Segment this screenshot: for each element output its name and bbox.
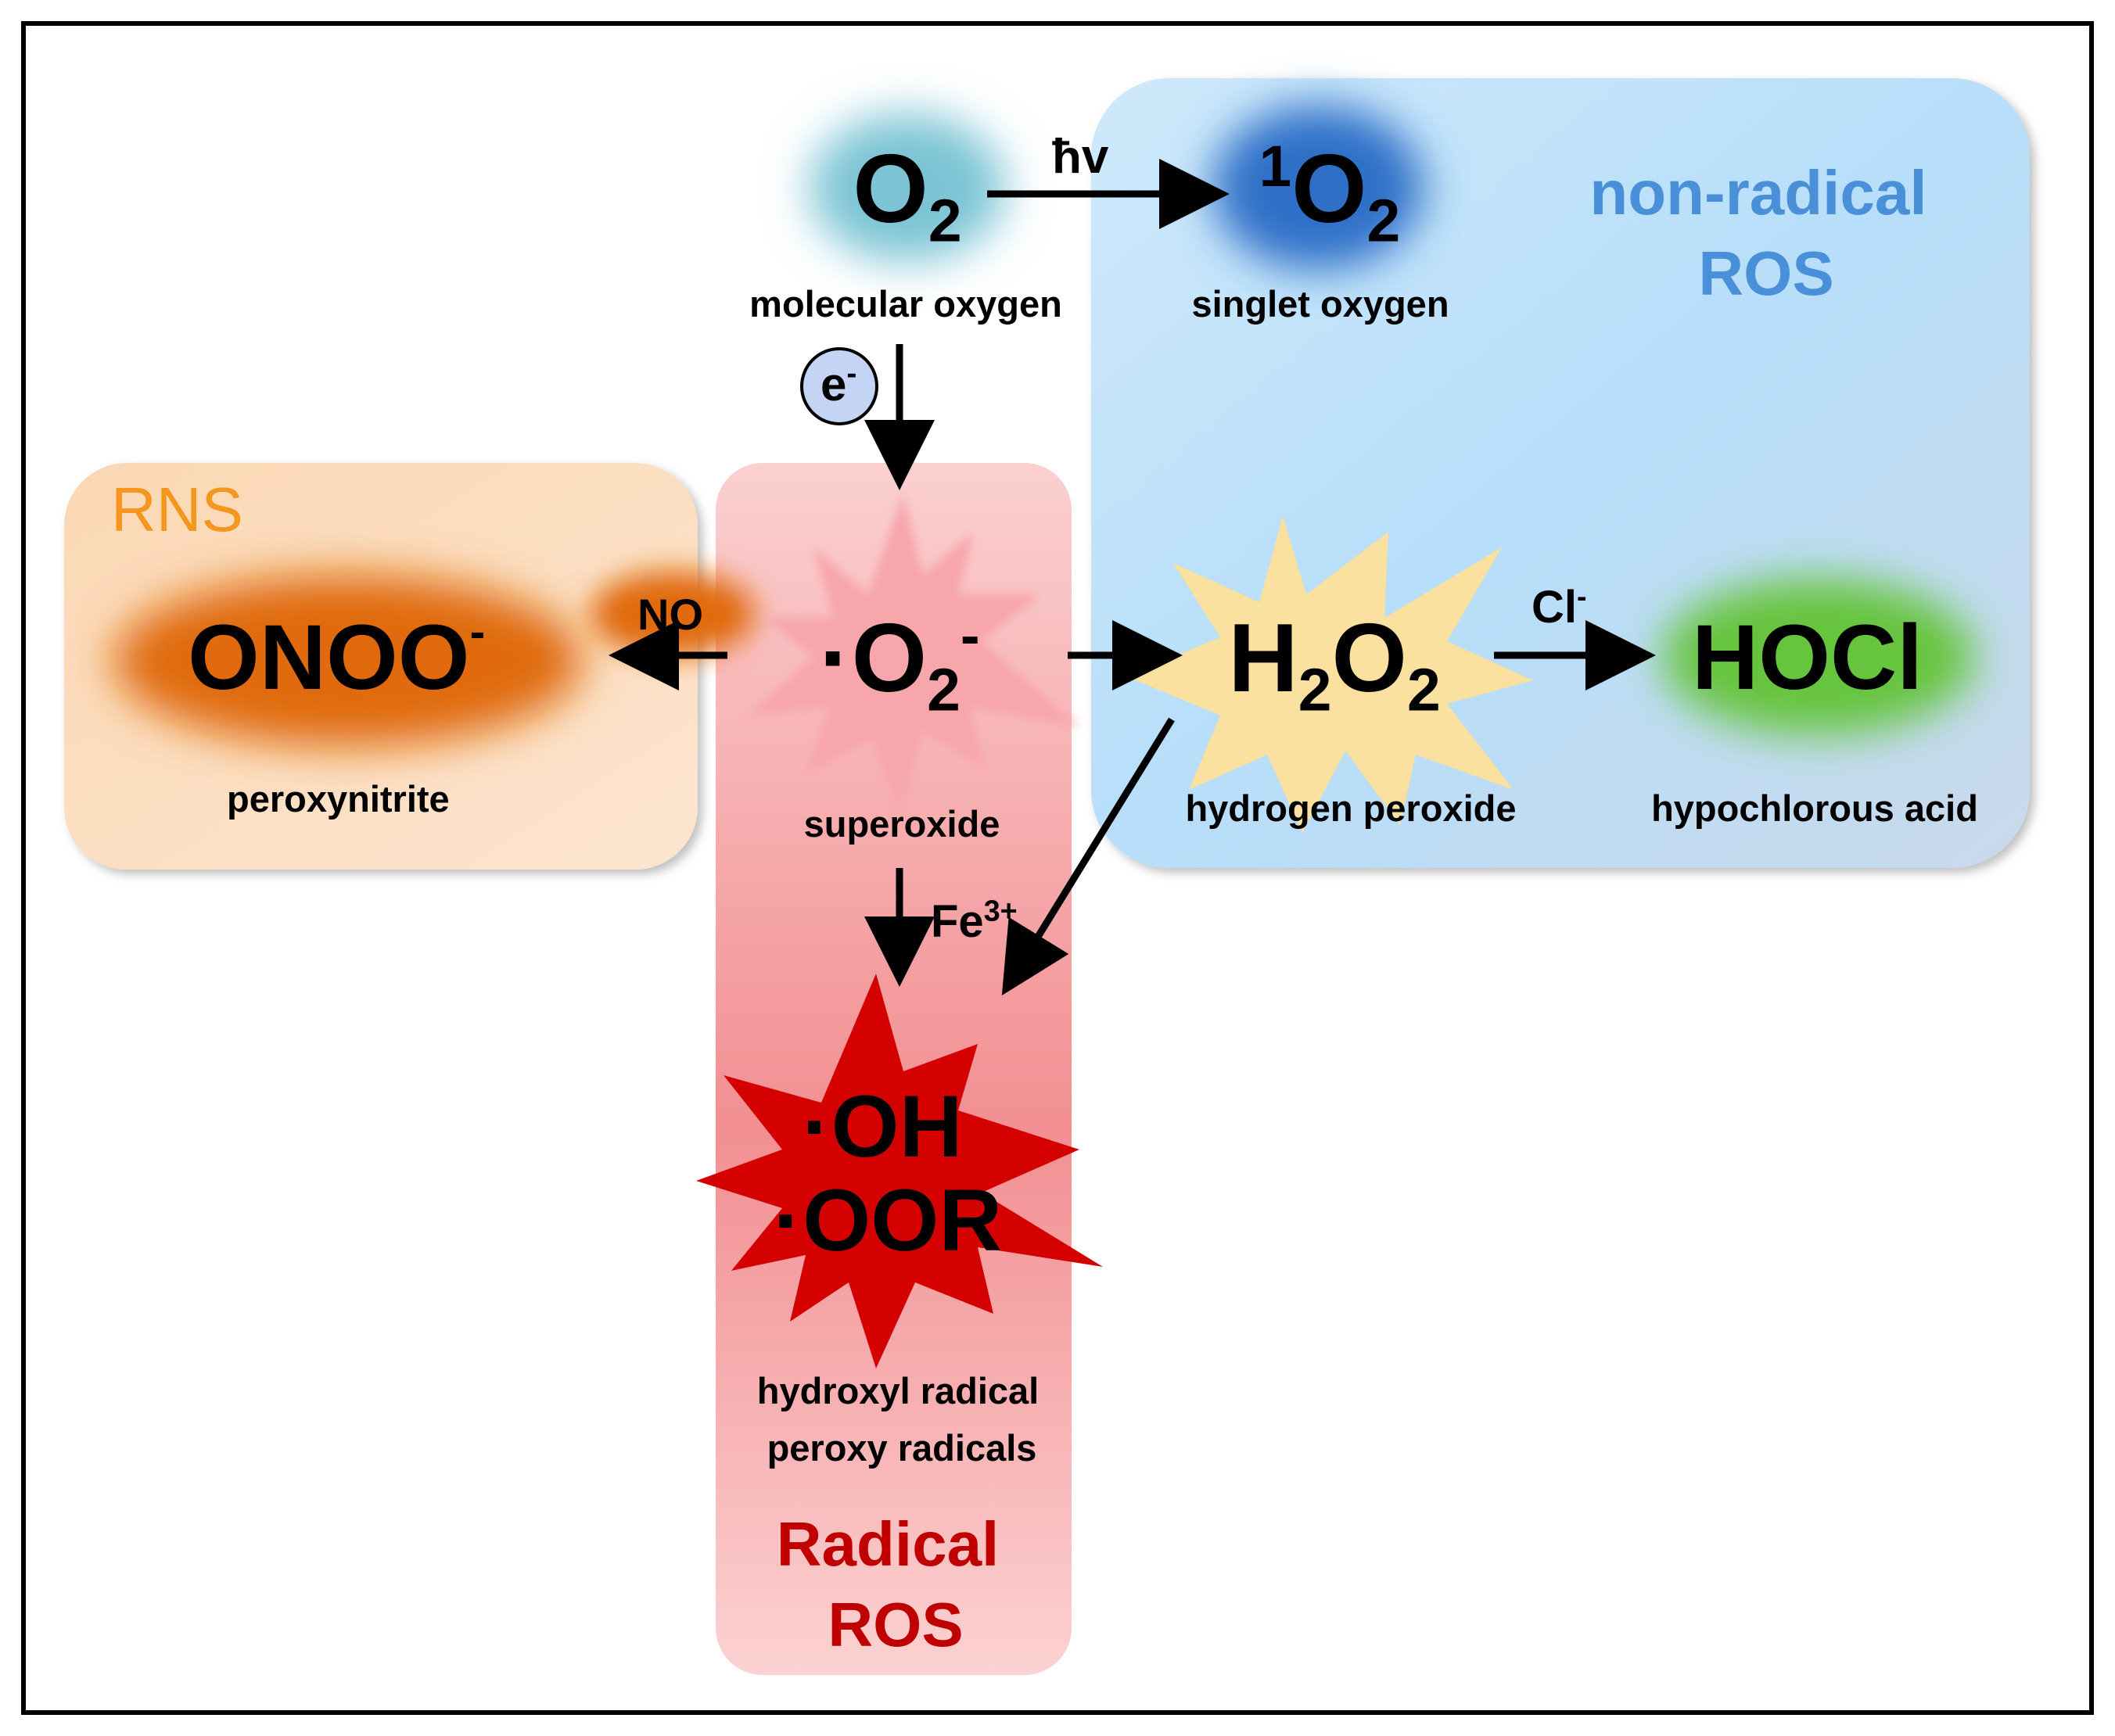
iron-symbol: Fe bbox=[931, 896, 984, 947]
radical-ros-title-line1: Radical bbox=[776, 1509, 1000, 1579]
nonradical-ros-title-line2: ROS bbox=[1698, 239, 1834, 308]
singlet-oxygen-caption: singlet oxygen bbox=[1191, 283, 1449, 325]
singlet-oxygen-glow bbox=[1212, 106, 1424, 270]
singlet-symbol: O bbox=[1291, 135, 1367, 243]
peroxynitrite-caption: peroxynitrite bbox=[227, 778, 450, 820]
h2o2-o: O bbox=[1331, 604, 1408, 712]
peroxynitrite-formula: ONOO- bbox=[188, 608, 485, 704]
superoxide-star bbox=[747, 493, 1079, 813]
nitric-oxide-label: NO bbox=[637, 590, 703, 639]
hydroxyl-radical-caption: hydroxyl radical bbox=[756, 1370, 1040, 1411]
rns-title: RNS bbox=[111, 475, 243, 544]
peroxynitrite-symbol: ONOO bbox=[188, 606, 470, 709]
electron-circle bbox=[800, 347, 878, 425]
o2-symbol: O bbox=[853, 135, 928, 243]
o2-subscript: 2 bbox=[928, 187, 962, 255]
singlet-subscript: 2 bbox=[1366, 187, 1401, 255]
hydroxyl-radical-formula: ·OH bbox=[802, 1078, 963, 1175]
o2-formula: O2 bbox=[853, 141, 961, 251]
superoxide-charge: - bbox=[960, 602, 980, 668]
peroxy-radical-formula: ·OOR bbox=[773, 1171, 1003, 1269]
iron-charge: 3+ bbox=[983, 894, 1018, 927]
chloride-charge: - bbox=[1577, 579, 1587, 613]
h2o2-formula: H2O2 bbox=[1228, 610, 1441, 720]
peroxy-radical-caption: peroxy radicals bbox=[767, 1427, 1037, 1469]
hocl-formula: HOCl bbox=[1692, 606, 1923, 709]
h2o2-h: H bbox=[1228, 604, 1298, 712]
electron-charge: - bbox=[846, 357, 857, 391]
superoxide-subscript: 2 bbox=[927, 656, 961, 724]
o2-caption: molecular oxygen bbox=[749, 283, 1062, 325]
superoxide-formula: ·O2- bbox=[819, 606, 979, 720]
superoxide-caption: superoxide bbox=[803, 803, 1000, 845]
o2-glow bbox=[810, 113, 1005, 262]
arrow-h2o2-to-radicals bbox=[1001, 717, 1175, 995]
hocl-glow bbox=[1662, 579, 1975, 735]
peroxynitrite-charge: - bbox=[469, 605, 486, 658]
electron-symbol: e bbox=[821, 358, 847, 411]
superoxide-symbol: ·O bbox=[819, 604, 928, 712]
onoo-glow bbox=[113, 575, 583, 747]
light-label: ħv bbox=[1052, 130, 1109, 184]
h2o2-o-subscript: 2 bbox=[1407, 656, 1441, 724]
nonradical-ros-title-line1: non-radical bbox=[1589, 158, 1927, 228]
radical-star bbox=[696, 974, 1103, 1368]
hocl-caption: hypochlorous acid bbox=[1651, 787, 1978, 829]
h2o2-h-subscript: 2 bbox=[1298, 656, 1332, 724]
electron-label: e- bbox=[821, 358, 856, 411]
h2o2-caption: hydrogen peroxide bbox=[1185, 787, 1517, 829]
iron-label: Fe3+ bbox=[931, 895, 1018, 947]
chloride-label: Cl- bbox=[1531, 581, 1587, 633]
h2o2-star bbox=[1126, 516, 1533, 833]
singlet-oxygen-formula: 1O2 bbox=[1259, 137, 1401, 251]
chloride-symbol: Cl bbox=[1531, 582, 1577, 633]
singlet-superscript: 1 bbox=[1259, 133, 1292, 199]
radical-ros-title-line2: ROS bbox=[828, 1590, 964, 1659]
